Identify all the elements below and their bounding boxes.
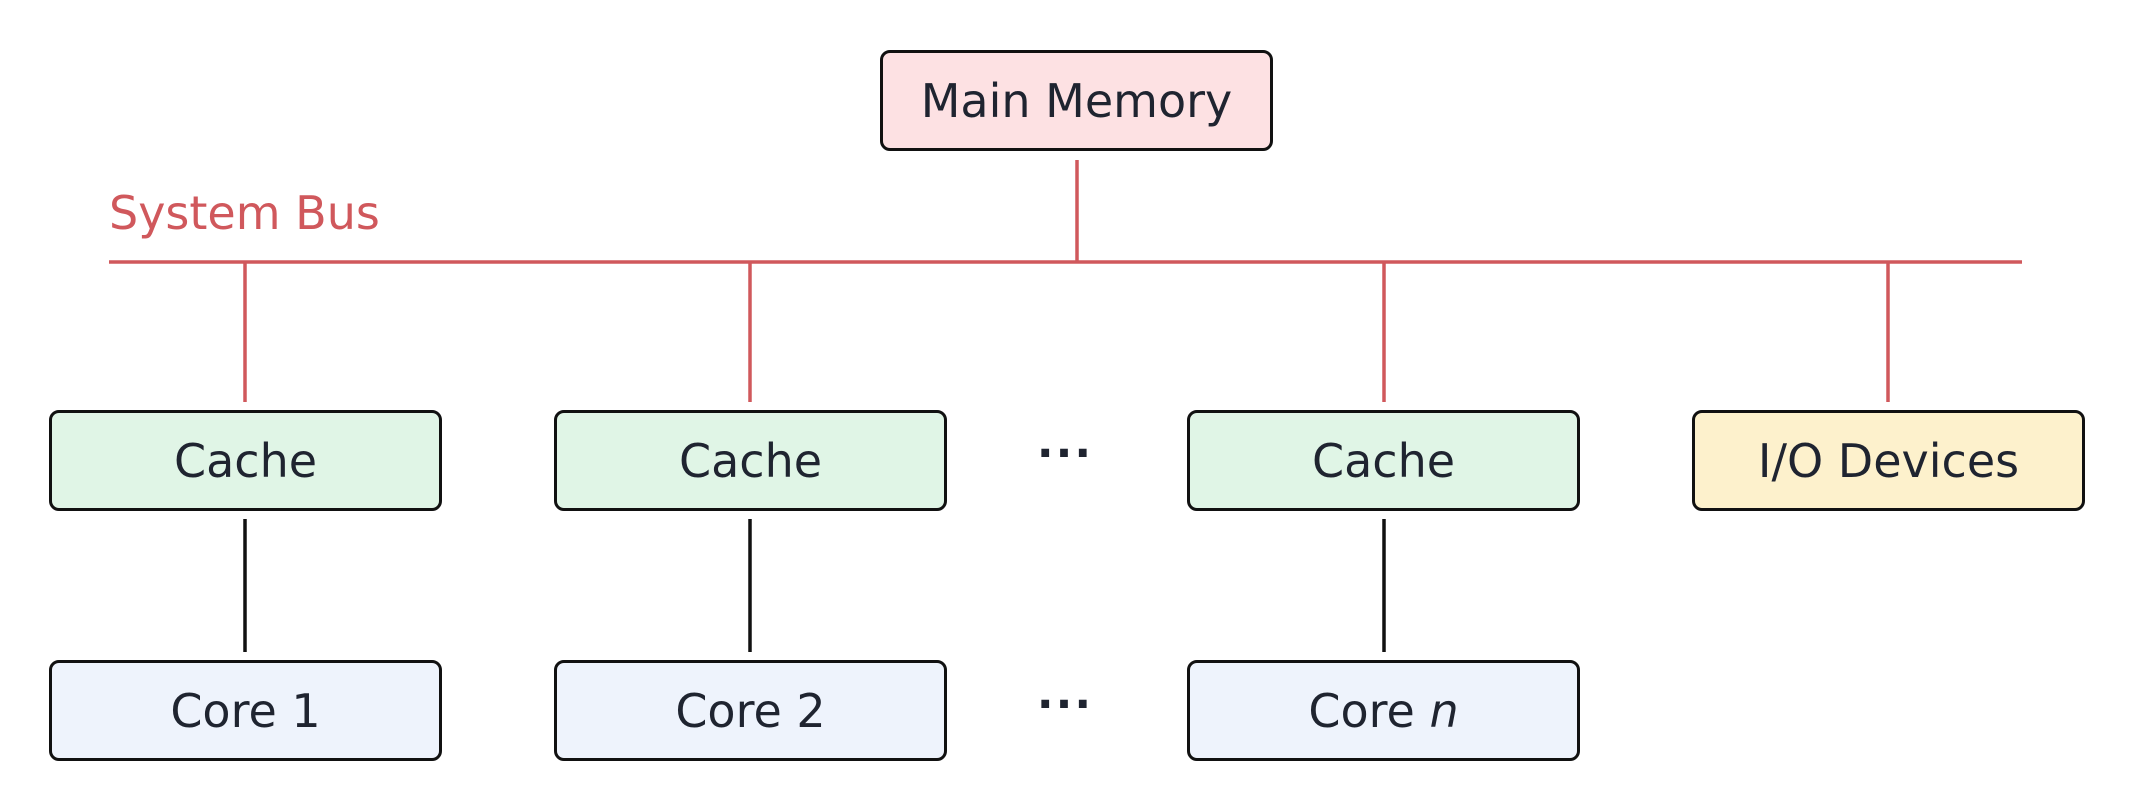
cache-box-2: Cache — [554, 410, 947, 511]
core-label-suffix: n — [1429, 683, 1459, 738]
core-label: Core 1 — [170, 683, 321, 738]
core-label: Core — [1308, 683, 1430, 738]
main-memory-label: Main Memory — [920, 73, 1233, 128]
system-bus-label: System Bus — [109, 186, 380, 240]
core-box-1: Core 1 — [49, 660, 442, 761]
cache-ellipsis: ··· — [1036, 428, 1094, 479]
io-devices-box: I/O Devices — [1692, 410, 2085, 511]
cache-box-1: Cache — [49, 410, 442, 511]
cache-label: Cache — [173, 433, 318, 488]
core-label: Core 2 — [675, 683, 826, 738]
core-box-2: Core 2 — [554, 660, 947, 761]
cache-box-n: Cache — [1187, 410, 1580, 511]
cache-label: Cache — [678, 433, 823, 488]
io-devices-label: I/O Devices — [1757, 433, 2020, 488]
main-memory-box: Main Memory — [880, 50, 1273, 151]
cache-label: Cache — [1311, 433, 1456, 488]
core-ellipsis: ··· — [1036, 679, 1094, 730]
core-box-n: Core n — [1187, 660, 1580, 761]
